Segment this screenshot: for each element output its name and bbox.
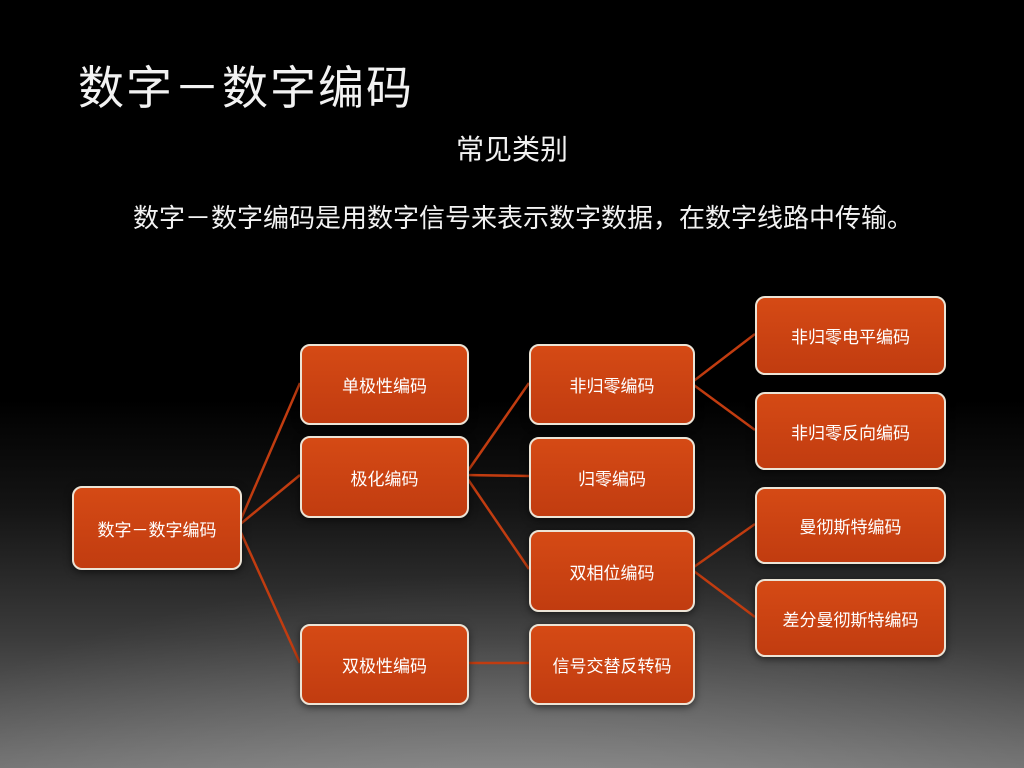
slide-subtitle: 常见类别 xyxy=(455,133,568,166)
node-polar-encoding: 极化编码 xyxy=(300,436,469,518)
connector-nrz-nrzi xyxy=(690,381,756,432)
connector-root-polar xyxy=(237,474,301,527)
connector-biphase-manchester xyxy=(690,522,756,571)
node-manchester-encoding: 曼彻斯特编码 xyxy=(755,487,946,564)
connector-root-bipolar xyxy=(236,525,302,664)
node-digital-to-digital-encoding: 数字－数字编码 xyxy=(72,486,242,570)
node-differential-manchester-encoding: 差分曼彻斯特编码 xyxy=(755,579,946,657)
node-nrz-encoding: 非归零编码 xyxy=(529,344,695,425)
connector-nrz-nrzl xyxy=(690,333,756,384)
slide-body-text: 数字－数字编码是用数字信号来表示数字数据，在数字线路中传输。 xyxy=(133,204,914,234)
connector-polar-biphase xyxy=(463,474,531,570)
node-biphase-encoding: 双相位编码 xyxy=(529,530,695,612)
node-unipolar-encoding: 单极性编码 xyxy=(300,344,469,425)
node-nrz-invert-encoding: 非归零反向编码 xyxy=(755,392,946,470)
node-bipolar-encoding: 双极性编码 xyxy=(300,624,469,705)
node-rz-encoding: 归零编码 xyxy=(529,437,695,518)
slide-title: 数字－数字编码 xyxy=(78,61,414,115)
node-nrz-level-encoding: 非归零电平编码 xyxy=(755,296,946,375)
connector-biphase-diff-manchester xyxy=(690,568,756,618)
connector-polar-rz xyxy=(464,473,530,478)
connector-root-unipolar xyxy=(236,382,302,527)
node-ami-encoding: 信号交替反转码 xyxy=(529,624,695,705)
connector-polar-nrz xyxy=(463,382,531,476)
